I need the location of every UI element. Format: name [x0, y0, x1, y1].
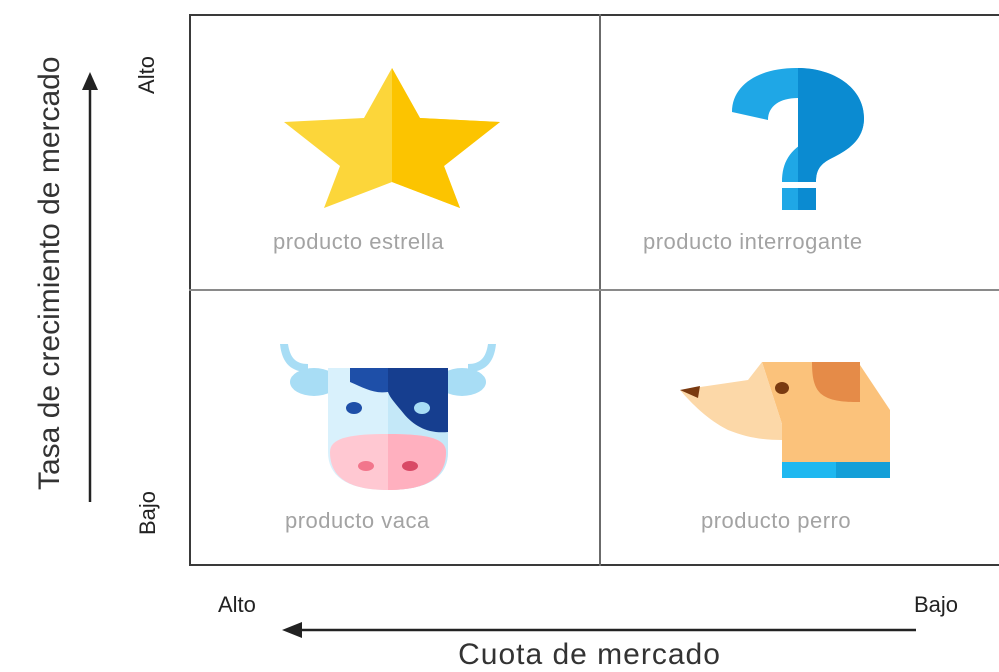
star-icon — [284, 68, 500, 208]
quadrant-label-question: producto interrogante — [643, 229, 863, 254]
question-mark-icon — [732, 68, 864, 210]
y-axis-high-label: Alto — [133, 56, 159, 94]
matrix-horizontal-divider — [189, 289, 999, 291]
quadrant-label-star: producto estrella — [273, 229, 445, 254]
dog-icon — [680, 362, 890, 478]
y-axis-arrow — [82, 72, 98, 502]
quadrant-label-dog: producto perro — [701, 508, 852, 533]
y-axis-low-label: Bajo — [135, 490, 161, 536]
cow-icon — [280, 344, 496, 490]
quadrant-label-cow: producto vaca — [285, 508, 430, 533]
x-axis-arrow — [282, 622, 916, 638]
y-axis-label: Tasa de crecimiento de mercado — [33, 56, 66, 490]
x-axis-low-label: Bajo — [914, 592, 959, 617]
x-axis-label: Cuota de mercado — [458, 638, 721, 671]
x-axis-high-label: Alto — [218, 592, 256, 617]
